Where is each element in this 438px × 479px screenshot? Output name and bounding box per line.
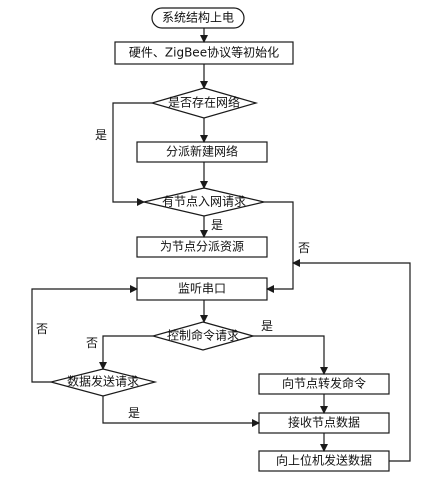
node-create-network-label: 分派新建网络	[166, 144, 238, 159]
decision-network-exists: 是否存在网络	[149, 87, 259, 119]
node-start: 系统结构上电	[151, 7, 245, 29]
edge-label-control-no: 否	[86, 336, 98, 350]
decision-control-request: 控制命令请求	[150, 321, 256, 351]
node-allocate-resources: 为节点分派资源	[136, 236, 268, 258]
node-start-label: 系统结构上电	[162, 10, 234, 25]
node-send-to-host: 向上位机发送数据	[258, 450, 390, 472]
edge-data-send-yes-receive	[102, 396, 260, 427]
decision-join-request: 有节点入网请求	[143, 187, 265, 217]
node-forward-command-label: 向节点转发命令	[282, 376, 366, 391]
edge-label-data-send-yes: 是	[128, 406, 140, 420]
node-receive-data: 接收节点数据	[258, 412, 390, 434]
decision-join-request-label: 有节点入网请求	[162, 195, 246, 209]
node-listen-serial: 监听串口	[136, 277, 268, 301]
edge-label-join-no: 否	[298, 241, 310, 255]
edge-send-host-loop	[292, 259, 411, 462]
node-init-label: 硬件、ZigBee协议等初始化	[129, 45, 279, 60]
node-forward-command: 向节点转发命令	[258, 373, 390, 395]
node-send-to-host-label: 向上位机发送数据	[276, 453, 372, 468]
node-allocate-resources-label: 为节点分派资源	[160, 240, 244, 254]
edge-label-control-yes: 是	[261, 319, 273, 333]
decision-control-request-label: 控制命令请求	[167, 328, 239, 343]
edge-label-network-exists-yes: 是	[95, 128, 107, 142]
decision-data-send-label: 数据发送请求	[67, 374, 139, 389]
edge-control-no-data-send	[99, 335, 153, 370]
edge-network-exists-yes-bypass	[112, 102, 152, 206]
decision-network-exists-label: 是否存在网络	[168, 95, 240, 110]
edge-label-data-send-no: 否	[36, 322, 48, 336]
edge-join-no-listen	[264, 201, 294, 293]
node-create-network: 分派新建网络	[136, 141, 268, 163]
edge-control-yes-forward	[253, 335, 328, 375]
node-init: 硬件、ZigBee协议等初始化	[114, 41, 294, 65]
node-receive-data-label: 接收节点数据	[288, 415, 360, 430]
node-listen-serial-label: 监听串口	[178, 282, 226, 296]
decision-data-send: 数据发送请求	[48, 368, 158, 397]
edge-data-send-no-listen	[31, 285, 138, 383]
edge-label-join-yes: 是	[211, 218, 223, 232]
